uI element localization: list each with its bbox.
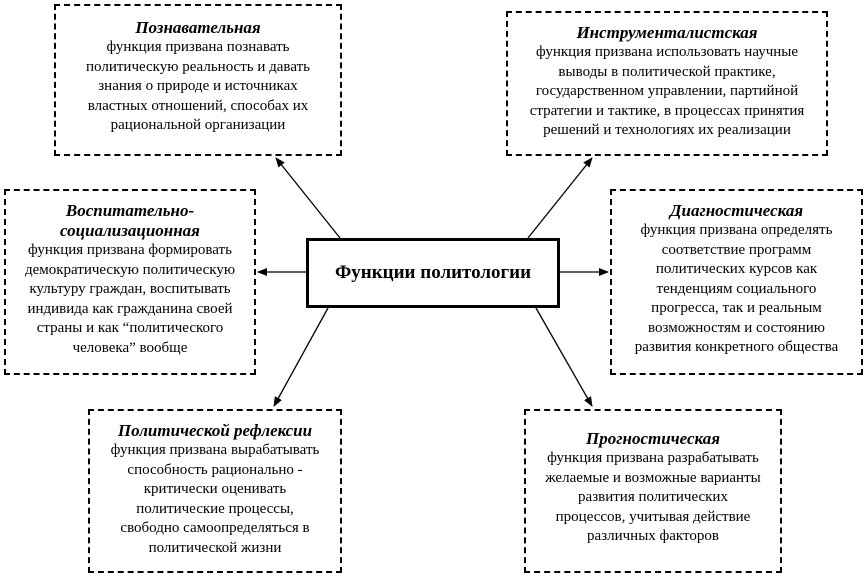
box-cognitive-title: Познавательная <box>135 18 261 37</box>
box-prognostic-text: функция призвана разрабатывать желаемые … <box>545 450 761 544</box>
center-node: Функции политологии <box>306 238 560 308</box>
box-educational: Воспитательно- социализационная функция … <box>4 189 256 375</box>
box-educational-text: функция призвана формировать демократиче… <box>24 242 236 356</box>
arrow-to-cognitive <box>275 157 341 239</box>
box-instrumental: Инструменталистская функция призвана исп… <box>506 11 828 156</box>
box-diagnostic-title: Диагностическая <box>669 201 804 220</box>
box-cognitive-text: функция призвана познавать политическую … <box>86 39 310 133</box>
center-node-label: Функции политологии <box>334 262 532 283</box>
box-diagnostic: Диагностическая функция призвана определ… <box>610 189 863 375</box>
arrow-to-prognostic <box>535 307 593 407</box>
arrow-to-reflection <box>273 307 329 407</box>
box-instrumental-text: функция призвана использовать научные вы… <box>529 44 805 138</box>
box-reflection-title: Политической рефлексии <box>117 421 313 440</box>
box-reflection: Политической рефлексии функция призвана … <box>88 409 342 573</box>
box-instrumental-title: Инструменталистская <box>576 23 758 42</box>
arrow-to-instrumental <box>527 157 593 239</box>
box-prognostic: Прогностическая функция призвана разраба… <box>524 409 782 573</box>
box-reflection-text: функция призвана вырабатывать способност… <box>110 442 320 556</box>
box-cognitive: Познавательная функция призвана познават… <box>54 4 342 156</box>
box-diagnostic-text: функция призвана определять соответствие… <box>634 222 839 355</box>
box-prognostic-title: Прогностическая <box>586 429 720 448</box>
box-educational-title: Воспитательно- социализационная <box>60 201 200 240</box>
